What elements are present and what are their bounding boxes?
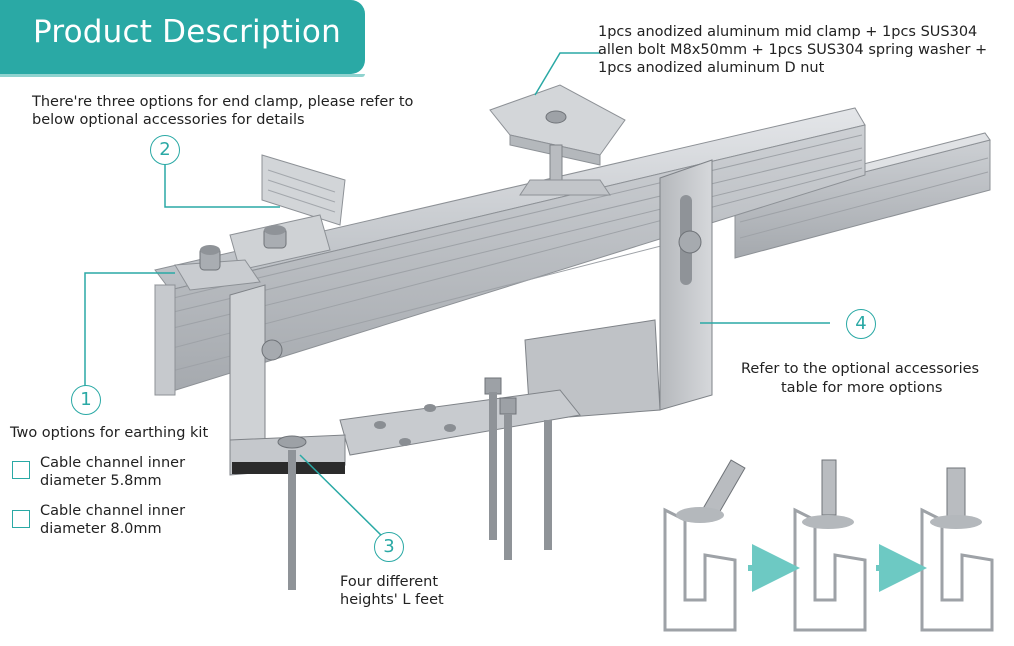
l-foot	[229, 284, 346, 590]
mid-clamp-note-line-3: 1pcs anodized aluminum D nut	[598, 60, 825, 76]
l-feet-note-line-2: heights' L feet	[340, 592, 444, 608]
mid-clamp	[489, 84, 626, 196]
accessories-note-line-1: Refer to the optional accessories	[741, 361, 980, 377]
earthing-kit	[174, 245, 261, 291]
roof-hook	[339, 159, 713, 560]
earthing-option-2-checkbox[interactable]	[12, 510, 30, 528]
end-clamp-note-line-2: below optional accessories for details	[32, 112, 305, 128]
earthing-option-1-line-2: diameter 5.8mm	[40, 473, 162, 489]
leader-lines	[84, 52, 830, 541]
callout-4: 4	[846, 309, 876, 339]
install-step-bolts	[676, 459, 982, 529]
mid-clamp-note-line-1: 1pcs anodized aluminum mid clamp + 1pcs …	[598, 24, 978, 40]
earthing-title: Two options for earthing kit	[10, 425, 209, 441]
callout-2: 2	[150, 135, 180, 165]
earthing-option-2-line-2: diameter 8.0mm	[40, 521, 162, 537]
accessories-note-line-2: table for more options	[781, 380, 943, 396]
earthing-option-1-line-1: Cable channel inner	[40, 455, 186, 471]
l-feet-note-line-1: Four different	[340, 574, 439, 590]
callout-3: 3	[374, 532, 404, 562]
page-title: Product Description	[33, 14, 341, 50]
header-banner: Product Description	[0, 0, 365, 77]
mid-clamp-note-line-2: allen bolt M8x50mm + 1pcs SUS304 spring …	[598, 42, 988, 58]
end-clamp-note-line-1: There're three options for end clamp, pl…	[32, 94, 414, 110]
installation-steps	[663, 507, 994, 632]
earthing-option-2-line-1: Cable channel inner	[40, 503, 186, 519]
callout-1: 1	[71, 385, 101, 415]
earthing-option-1-checkbox[interactable]	[12, 461, 30, 479]
end-clamp	[229, 154, 346, 271]
